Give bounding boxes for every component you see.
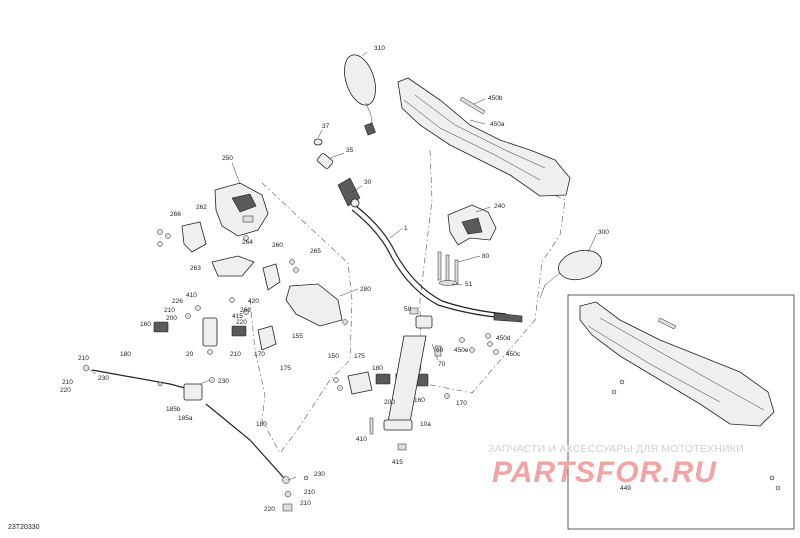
callout-450c: 450c [506, 351, 521, 358]
callout-170: 170 [254, 351, 265, 358]
callout-200: 200 [166, 315, 177, 322]
callout-450a: 450a [490, 121, 505, 128]
callout-210: 210 [164, 307, 175, 314]
callout-450e: 450e [454, 347, 469, 354]
guard-240 [447, 204, 497, 246]
callout-300: 300 [598, 229, 609, 236]
callout-210-left: 210 [78, 355, 89, 362]
callout-240: 240 [494, 203, 505, 210]
callout-266-lower: 266 [240, 307, 251, 314]
inset-grip-449 [579, 301, 781, 491]
callout-263: 263 [190, 265, 201, 272]
callout-1: 1 [404, 225, 408, 232]
callout-20: 20 [186, 351, 194, 358]
parts-450de [459, 333, 499, 355]
callout-51: 51 [465, 281, 473, 288]
leader-lines [169, 51, 598, 481]
callout-175: 175 [280, 365, 291, 372]
inset-frame [567, 294, 795, 530]
sleeve-35 [316, 153, 334, 169]
callout-210-lower: 210 [304, 489, 315, 496]
watermark-text: ЗАПЧАСТИ И АКСЕССУАРЫ ДЛЯ МОТОТЕХНИКИ [488, 443, 744, 455]
callout-410: 410 [186, 292, 197, 299]
callout-230-mid: 230 [218, 378, 229, 385]
lever-block-center [333, 371, 450, 401]
callout-180-lower: 180 [256, 421, 267, 428]
callout-30: 30 [364, 179, 372, 186]
callout-70: 70 [438, 361, 446, 368]
callout-230-lower: 230 [314, 471, 325, 478]
mirror-right [539, 249, 602, 299]
inset-callout-449: 449 [620, 485, 631, 492]
callout-450b: 450b [488, 95, 503, 102]
callout-260: 260 [272, 242, 283, 249]
figure-code: 23T20330 [8, 524, 40, 531]
bolts-80 [437, 251, 459, 286]
callout-180-center: 180 [372, 365, 383, 372]
callout-80: 80 [482, 253, 490, 260]
bracket-262 [181, 221, 207, 253]
handlebar [351, 205, 523, 323]
callout-265: 265 [310, 248, 321, 255]
callout-185a: 185a [178, 415, 193, 422]
callout-155: 155 [292, 333, 303, 340]
callout-175-right: 175 [354, 353, 365, 360]
callout-210-lower2: 210 [300, 500, 311, 507]
callout-250: 250 [222, 155, 233, 162]
screw-450b [459, 96, 486, 115]
callout-266: 266 [170, 211, 181, 218]
bracket-260 [262, 259, 299, 291]
callout-420: 420 [248, 298, 259, 305]
callout-415: 415 [232, 313, 243, 320]
grip-right [397, 77, 571, 197]
riser-10a [383, 307, 442, 431]
bracket-280 [285, 283, 348, 327]
callout-226: 226 [172, 298, 183, 305]
callout-60: 60 [436, 347, 444, 354]
callouts: 310 450b 450a 37 35 30 250 262 266 264 2… [60, 45, 631, 513]
screws-266 [157, 229, 171, 247]
cap-37 [313, 138, 323, 146]
callout-170-center: 170 [456, 400, 467, 407]
guide-outline-left [249, 182, 353, 454]
callout-37: 37 [322, 123, 330, 130]
callout-35: 35 [346, 147, 354, 154]
callout-280: 280 [360, 286, 371, 293]
mirror-left [344, 54, 376, 136]
callout-230: 230 [98, 375, 109, 382]
callout-220-lower: 220 [264, 506, 275, 513]
callout-10a: 10a [420, 421, 431, 428]
callout-410-center: 410 [356, 436, 367, 443]
callout-150: 150 [328, 353, 339, 360]
callout-210-left2: 210 [62, 379, 73, 386]
lever-block-left [153, 297, 277, 355]
callout-50: 50 [404, 306, 412, 313]
cable-180-lower [205, 403, 309, 512]
callout-185b: 185b [166, 406, 181, 413]
bolt-410 [369, 417, 374, 435]
switch-housing-250 [214, 182, 269, 241]
callout-264: 264 [242, 239, 253, 246]
guide-outline-right [419, 149, 566, 394]
callout-262: 262 [196, 204, 207, 211]
nut-415 [397, 443, 407, 451]
callout-220: 220 [236, 319, 247, 326]
callout-180: 180 [120, 351, 131, 358]
callout-200-center: 200 [384, 399, 395, 406]
callout-310: 310 [374, 45, 385, 52]
callout-160: 160 [140, 321, 151, 328]
cable-splitter-185 [183, 377, 215, 401]
callout-220-left: 220 [60, 387, 71, 394]
callout-450d: 450d [496, 335, 511, 342]
grip-30 [337, 177, 361, 208]
watermark-logo: PARTSFOR.RU [492, 456, 717, 489]
callout-210-mid: 210 [230, 351, 241, 358]
callout-415-center: 415 [392, 459, 403, 466]
plate-263 [211, 255, 255, 277]
callout-160-center: 160 [414, 397, 425, 404]
